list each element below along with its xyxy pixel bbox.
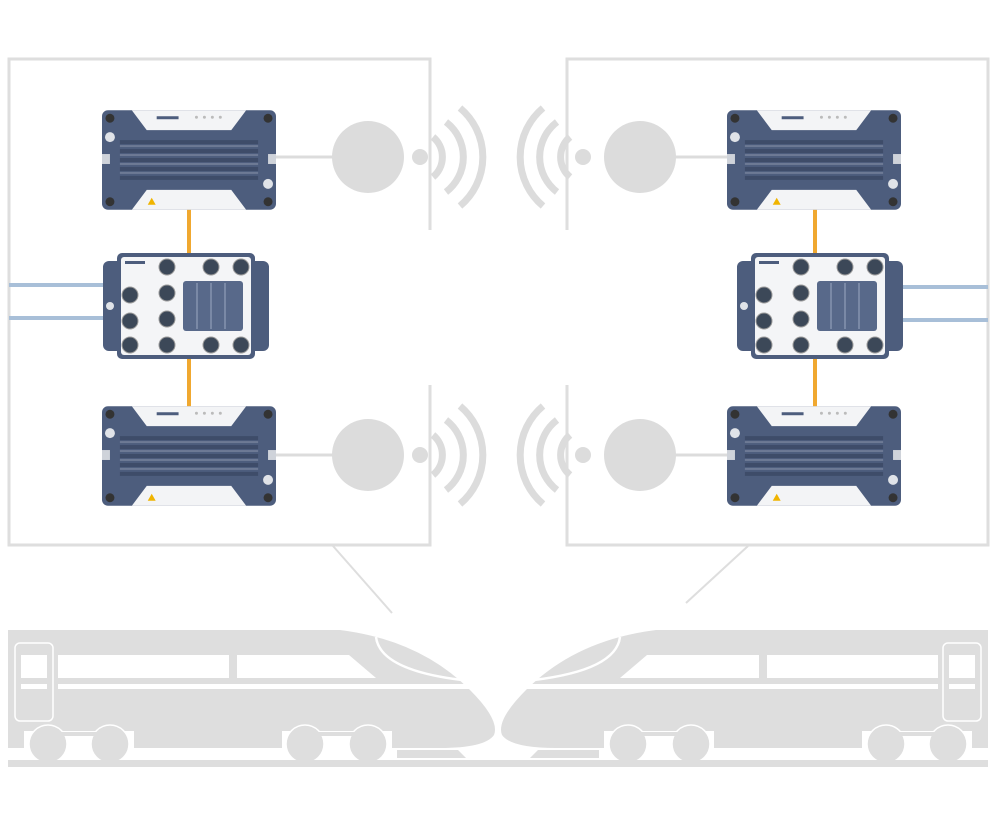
wireless-antenna-icon: [604, 419, 676, 491]
switch-icon: [103, 253, 269, 359]
switch-icon: [737, 253, 903, 359]
wireless-antenna-icon: [604, 121, 676, 193]
access-point-icon: [102, 406, 276, 506]
wifi-waves-icon: [412, 105, 487, 209]
left-network: [9, 105, 487, 507]
wireless-antenna-icon: [332, 121, 404, 193]
left-callout-line: [332, 545, 393, 614]
rail-track: [8, 760, 988, 767]
wifi-waves-icon: [412, 403, 487, 507]
wifi-waves-icon: [516, 105, 591, 209]
access-point-icon: [102, 110, 276, 210]
train-icon: [499, 628, 990, 765]
right-callout-line: [685, 545, 749, 604]
wifi-waves-icon: [516, 403, 591, 507]
access-point-icon: [727, 110, 901, 210]
wireless-antenna-icon: [332, 419, 404, 491]
right-network: [516, 105, 988, 507]
access-point-icon: [727, 406, 901, 506]
train-icon: [8, 630, 495, 764]
